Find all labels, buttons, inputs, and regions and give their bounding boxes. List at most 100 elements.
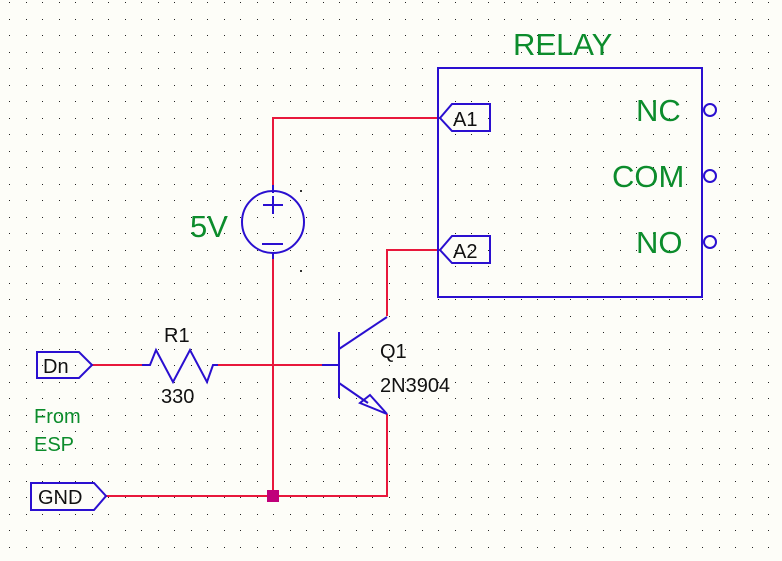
grid-dot: [719, 151, 720, 152]
grid-dot: [521, 415, 522, 416]
grid-dot: [59, 52, 60, 53]
grid-dot: [108, 431, 109, 432]
grid-dot: [735, 398, 736, 399]
grid-dot: [636, 283, 637, 284]
grid-dot: [768, 118, 769, 119]
grid-dot: [207, 250, 208, 251]
grid-dot: [108, 19, 109, 20]
grid-dot: [620, 134, 621, 135]
grid-dot: [570, 200, 571, 201]
grid-dot: [521, 349, 522, 350]
grid-dot: [108, 2, 109, 3]
port-dn-shape[interactable]: [36, 351, 94, 379]
grid-dot: [306, 2, 307, 3]
grid-dot: [290, 332, 291, 333]
grid-dot: [636, 382, 637, 383]
grid-dot: [636, 85, 637, 86]
grid-dot: [108, 497, 109, 498]
grid-dot: [768, 299, 769, 300]
grid-dot: [768, 464, 769, 465]
grid-dot: [504, 19, 505, 20]
grid-dot: [471, 448, 472, 449]
grid-dot: [669, 547, 670, 548]
grid-dot: [306, 382, 307, 383]
grid-dot: [75, 217, 76, 218]
grid-dot: [587, 530, 588, 531]
grid-dot: [75, 19, 76, 20]
grid-dot: [422, 151, 423, 152]
grid-dot: [125, 415, 126, 416]
grid-dot: [686, 118, 687, 119]
grid-dot: [686, 349, 687, 350]
grid-dot: [686, 134, 687, 135]
grid-dot: [405, 2, 406, 3]
grid-dot: [141, 85, 142, 86]
grid-dot: [554, 547, 555, 548]
grid-dot: [108, 349, 109, 350]
grid-dot: [158, 481, 159, 482]
grid-dot: [356, 464, 357, 465]
grid-dot: [620, 167, 621, 168]
grid-dot: [636, 2, 637, 3]
grid-dot: [735, 167, 736, 168]
port-label-dn: Dn: [43, 356, 69, 378]
grid-dot: [224, 167, 225, 168]
grid-dot: [240, 514, 241, 515]
grid-dot: [570, 349, 571, 350]
grid-dot: [570, 19, 571, 20]
grid-dot: [224, 464, 225, 465]
grid-dot: [125, 250, 126, 251]
port-a2-shape[interactable]: [438, 235, 491, 264]
pin-com[interactable]: [703, 169, 717, 183]
grid-dot: [702, 2, 703, 3]
transistor-q1[interactable]: [322, 316, 388, 415]
relay-component[interactable]: [437, 67, 717, 298]
grid-dot: [488, 283, 489, 284]
grid-dot: [735, 415, 736, 416]
grid-dot: [356, 200, 357, 201]
grid-dot: [653, 233, 654, 234]
grid-dot: [735, 52, 736, 53]
grid-dot: [455, 151, 456, 152]
grid-dot: [207, 332, 208, 333]
grid-dot: [158, 68, 159, 69]
grid-dot: [306, 35, 307, 36]
grid-dot: [207, 19, 208, 20]
grid-dot: [323, 332, 324, 333]
grid-dot: [174, 266, 175, 267]
grid-dot: [719, 514, 720, 515]
grid-dot: [125, 167, 126, 168]
grid-dot: [636, 514, 637, 515]
grid-dot: [108, 481, 109, 482]
grid-dot: [207, 398, 208, 399]
grid-dot: [735, 19, 736, 20]
voltage-source[interactable]: [241, 185, 305, 259]
pin-no[interactable]: [703, 235, 717, 249]
grid-dot: [306, 464, 307, 465]
grid-dot: [273, 514, 274, 515]
pin-nc[interactable]: [703, 103, 717, 117]
port-a1-shape[interactable]: [438, 103, 491, 132]
grid-dot: [422, 382, 423, 383]
grid-dot: [603, 299, 604, 300]
grid-dot: [405, 415, 406, 416]
grid-dot: [554, 332, 555, 333]
grid-dot: [636, 431, 637, 432]
grid-dot: [768, 349, 769, 350]
pin-marker: [300, 270, 302, 272]
grid-dot: [537, 85, 538, 86]
grid-dot: [290, 52, 291, 53]
grid-dot: [323, 2, 324, 3]
resistor-value: 330: [161, 386, 194, 408]
grid-dot: [669, 167, 670, 168]
port-label-a2: A2: [453, 241, 477, 263]
grid-dot: [389, 19, 390, 20]
grid-dot: [356, 431, 357, 432]
resistor-r1[interactable]: [142, 347, 218, 385]
port-gnd-shape[interactable]: [30, 482, 108, 511]
grid-dot: [438, 431, 439, 432]
grid-dot: [75, 85, 76, 86]
grid-dot: [422, 19, 423, 20]
grid-dot: [570, 382, 571, 383]
grid-dot: [620, 184, 621, 185]
